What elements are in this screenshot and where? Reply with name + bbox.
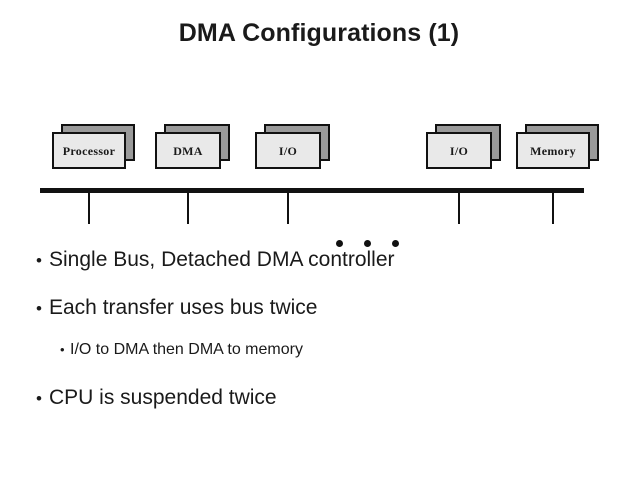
dma-single-bus-diagram: Processor DMA I/O I/O xyxy=(0,90,638,247)
bus-drop-line-io-1 xyxy=(287,193,289,224)
node-box-face: DMA xyxy=(155,132,221,169)
ellipsis-dot xyxy=(336,240,343,247)
bullet-marker: • xyxy=(36,389,42,408)
node-box-io-1[interactable]: I/O xyxy=(255,124,330,169)
node-box-io-2[interactable]: I/O xyxy=(426,124,501,169)
node-label-io-1: I/O xyxy=(278,143,298,158)
node-label-processor: Processor xyxy=(62,143,116,158)
bus-drop-line-dma xyxy=(187,193,189,224)
bullet-marker: • xyxy=(60,342,65,357)
node-label-dma: DMA xyxy=(173,143,203,158)
node-box-face: I/O xyxy=(426,132,492,169)
system-bus-line xyxy=(40,188,584,193)
bus-drop-line-processor xyxy=(88,193,90,224)
ellipsis-dot xyxy=(364,240,371,247)
node-box-face: Memory xyxy=(516,132,590,169)
bullet-text: Single Bus, Detached DMA controller xyxy=(49,248,395,271)
sub-bullet-item-io-to-dma: • I/O to DMA then DMA to memory xyxy=(60,341,303,359)
ellipsis-dots xyxy=(336,240,406,252)
node-label-memory: Memory xyxy=(530,143,576,158)
bullet-item-cpu-suspended: • CPU is suspended twice xyxy=(36,386,277,410)
bullet-text: CPU is suspended twice xyxy=(49,386,277,409)
node-box-dma[interactable]: DMA xyxy=(155,124,230,169)
bullet-text: Each transfer uses bus twice xyxy=(49,296,318,319)
bus-drop-line-io-2 xyxy=(458,193,460,224)
node-label-io-2: I/O xyxy=(449,143,469,158)
bullet-marker: • xyxy=(36,299,42,318)
bullet-item-single-bus: • Single Bus, Detached DMA controller xyxy=(36,248,395,272)
page-title: DMA Configurations (1) xyxy=(178,19,460,47)
ellipsis-dot xyxy=(392,240,399,247)
bus-drop-line-memory xyxy=(552,193,554,224)
node-box-face: Processor xyxy=(52,132,126,169)
bullet-marker: • xyxy=(36,251,42,270)
node-box-processor[interactable]: Processor xyxy=(52,124,135,169)
node-box-memory[interactable]: Memory xyxy=(516,124,599,169)
node-box-face: I/O xyxy=(255,132,321,169)
bullet-item-each-transfer: • Each transfer uses bus twice xyxy=(36,296,317,320)
bullet-text: I/O to DMA then DMA to memory xyxy=(70,341,303,358)
